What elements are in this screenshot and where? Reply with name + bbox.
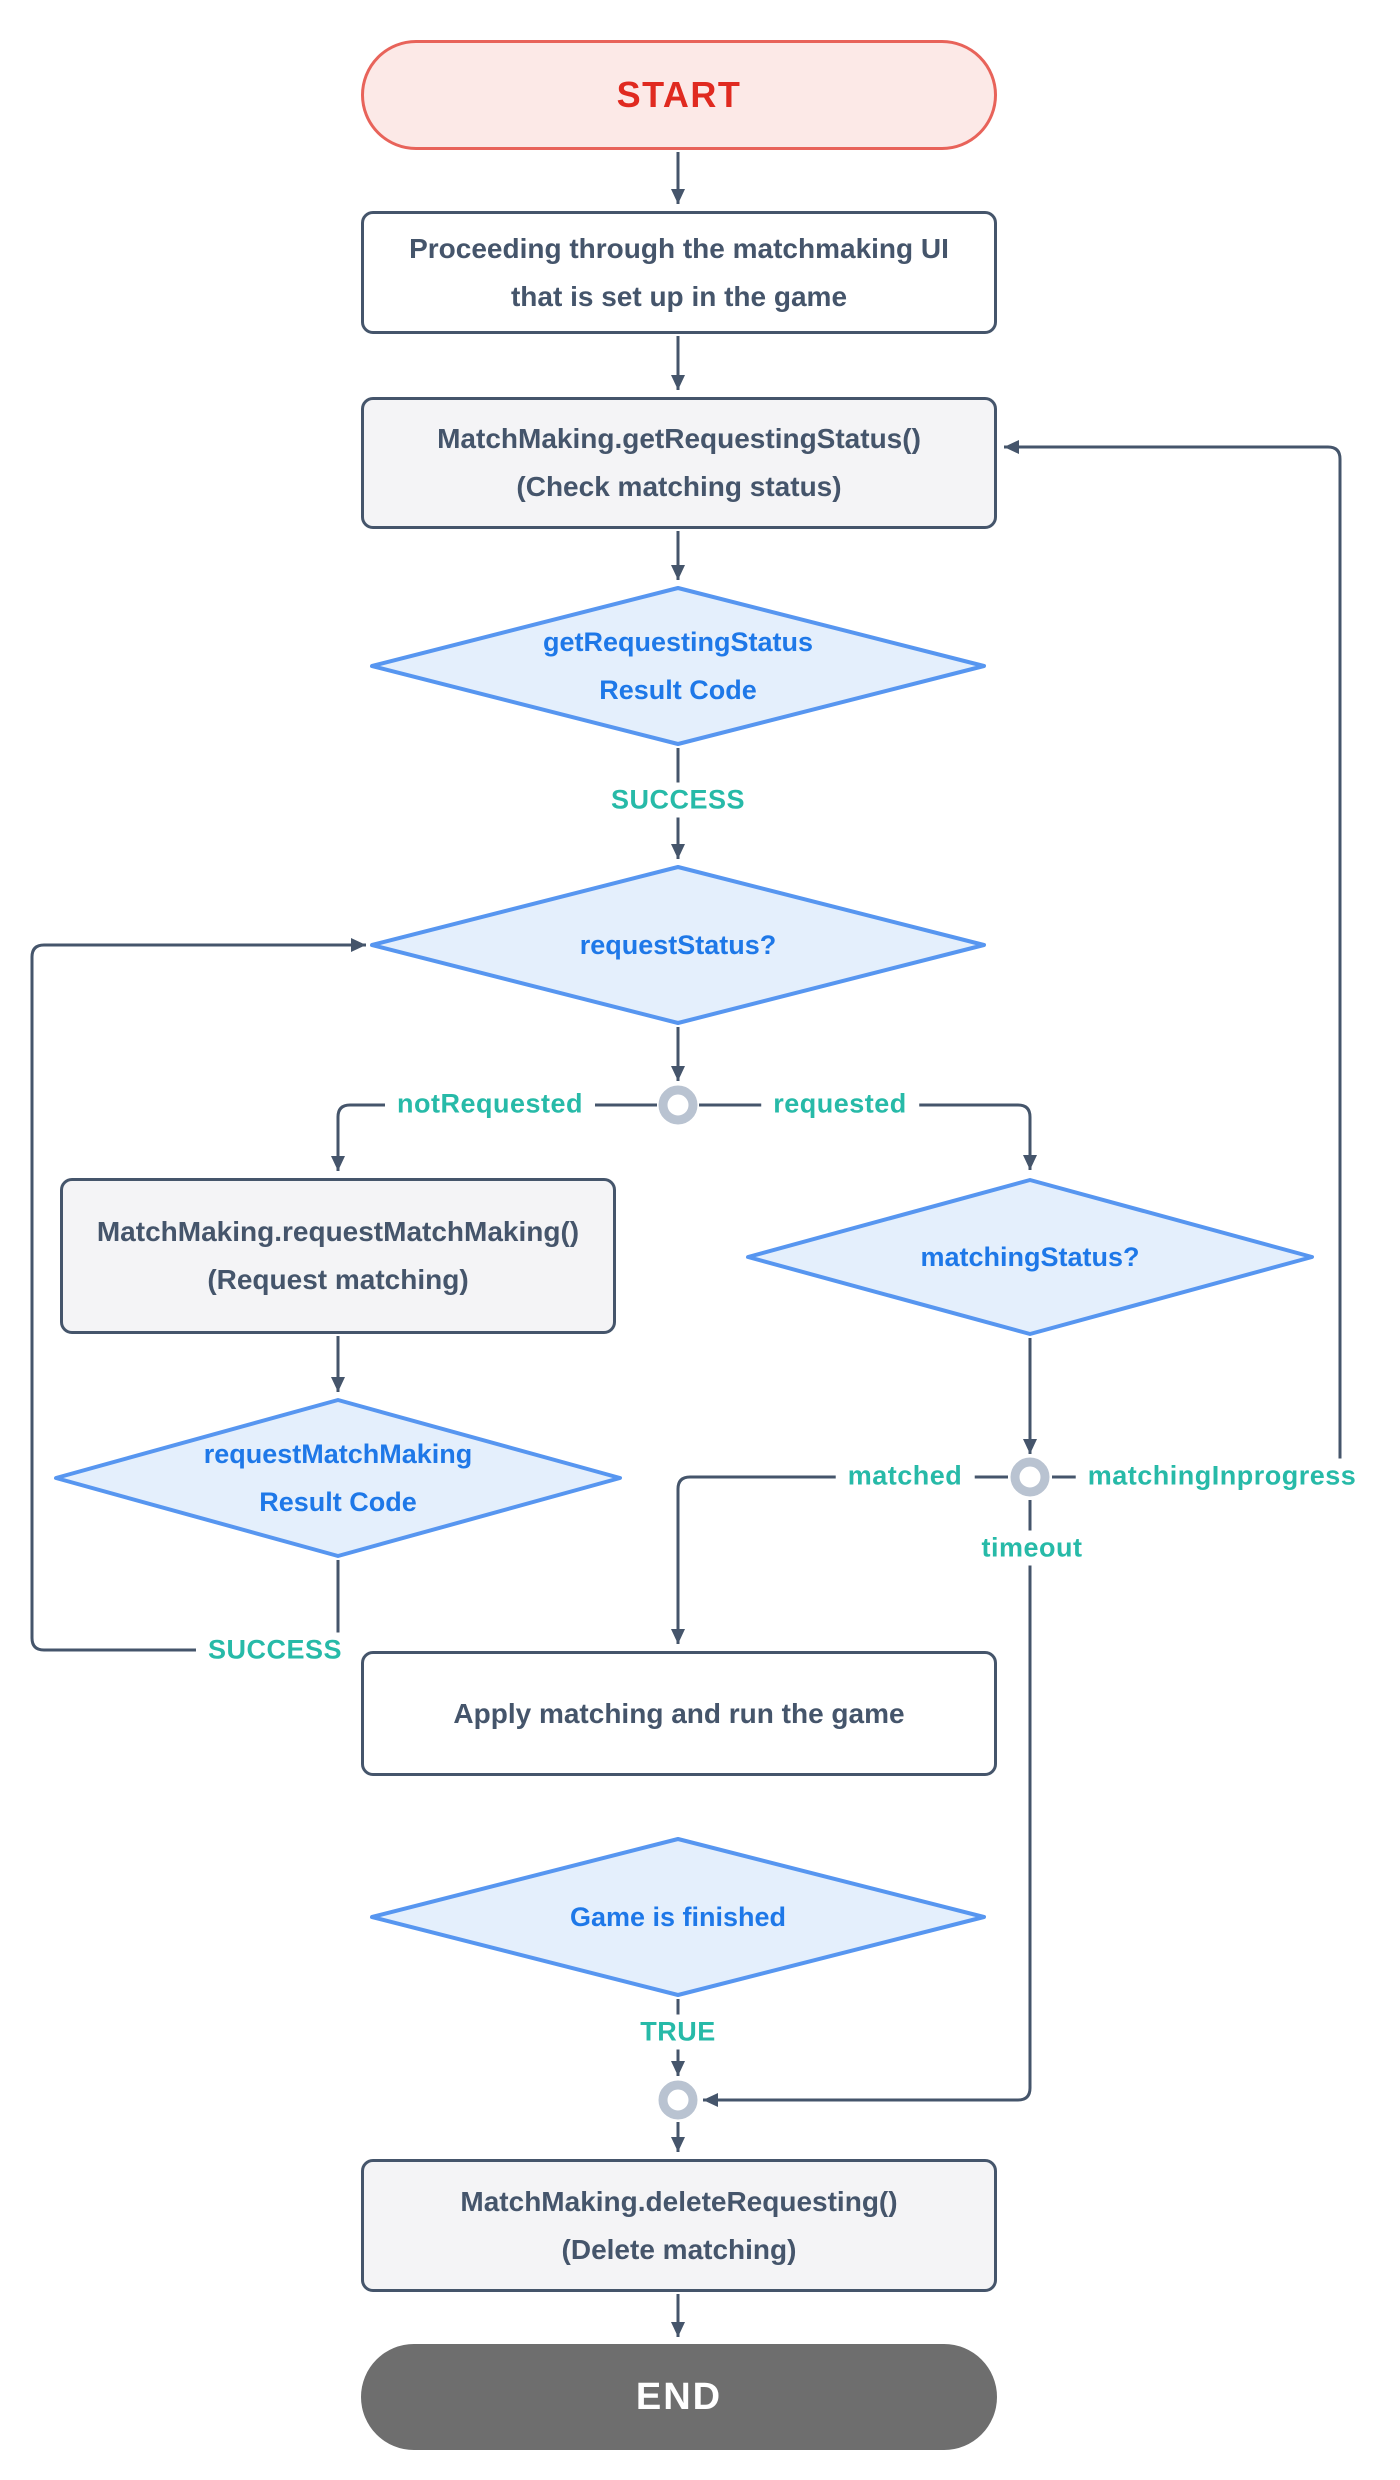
- decision-text-line: requestStatus?: [579, 930, 777, 960]
- process-proceed-matchmaking-ui: Proceeding through the matchmaking UI th…: [361, 211, 997, 334]
- edge-label-success-requestmm: SUCCESS: [195, 1632, 355, 1668]
- decision-text-line: matchingStatus?: [920, 1242, 1140, 1272]
- connector-ring-icon: [658, 2080, 698, 2120]
- edge-timeout-branch: [703, 1500, 1032, 2107]
- edge-label-success-getstatus: SUCCESS: [598, 782, 758, 818]
- process-text-line: Apply matching and run the game: [453, 1697, 905, 1729]
- edge-label-timeout: timeout: [969, 1530, 1095, 1566]
- start-terminal: START: [361, 40, 997, 150]
- api-call-subtext: (Delete matching): [561, 2233, 797, 2265]
- process-text-line: that is set up in the game: [510, 280, 848, 312]
- decision-label-request-status: requestStatus?: [580, 921, 777, 969]
- connector-ring-icon: [658, 1085, 698, 1125]
- edge-label-not-requested: notRequested: [384, 1086, 596, 1122]
- start-label: START: [616, 74, 742, 115]
- edge-matched-branch: [671, 1475, 1008, 1644]
- end-label: END: [635, 2375, 723, 2418]
- process-apply-matching: Apply matching and run the game: [361, 1651, 997, 1776]
- decision-shape-matching-status: [746, 1178, 1314, 1336]
- decision-label-game-finished: Game is finished: [570, 1893, 786, 1941]
- api-call-text: MatchMaking.deleteRequesting(): [460, 2185, 898, 2217]
- decision-shape-get-requesting-status-result: [370, 586, 986, 746]
- edge-label-true: TRUE: [628, 2014, 728, 2050]
- decision-label-request-matchmaking-result: requestMatchMaking Result Code: [204, 1430, 473, 1526]
- decision-text-line: Result Code: [259, 1487, 417, 1517]
- api-call-subtext: (Request matching): [207, 1264, 469, 1295]
- decision-shape-game-finished: [370, 1837, 986, 1997]
- connector-ring-icon: [1010, 1457, 1050, 1497]
- decision-shape-request-matchmaking-result: [54, 1398, 622, 1558]
- edge-label-matched: matched: [835, 1458, 975, 1494]
- api-call-text: MatchMaking.getRequestingStatus(): [437, 423, 921, 454]
- edge-notrequested-branch: [331, 1103, 657, 1171]
- decision-label-get-requesting-status-result: getRequestingStatus Result Code: [543, 618, 813, 714]
- api-delete-requesting: MatchMaking.deleteRequesting() (Delete m…: [361, 2159, 997, 2292]
- api-call-text: MatchMaking.requestMatchMaking(): [96, 1216, 580, 1247]
- process-text-line: Proceeding through the matchmaking UI: [409, 232, 949, 264]
- api-get-requesting-status: MatchMaking.getRequestingStatus() (Check…: [361, 397, 997, 529]
- api-request-matchmaking: MatchMaking.requestMatchMaking() (Reques…: [60, 1178, 616, 1334]
- end-terminal: END: [361, 2344, 997, 2450]
- decision-shape-request-status: [370, 865, 986, 1025]
- edge-label-requested: requested: [761, 1086, 919, 1122]
- api-call-subtext: (Check matching status): [516, 471, 842, 502]
- edge-label-matching-inprogress: matchingInprogress: [1075, 1458, 1369, 1494]
- decision-text-line: Result Code: [599, 675, 757, 705]
- decision-text-line: getRequestingStatus: [542, 627, 814, 657]
- decision-text-line: Game is finished: [569, 1902, 787, 1932]
- decision-text-line: requestMatchMaking: [203, 1439, 473, 1469]
- decision-label-matching-status: matchingStatus?: [920, 1233, 1139, 1281]
- edge-requested-branch: [699, 1103, 1037, 1170]
